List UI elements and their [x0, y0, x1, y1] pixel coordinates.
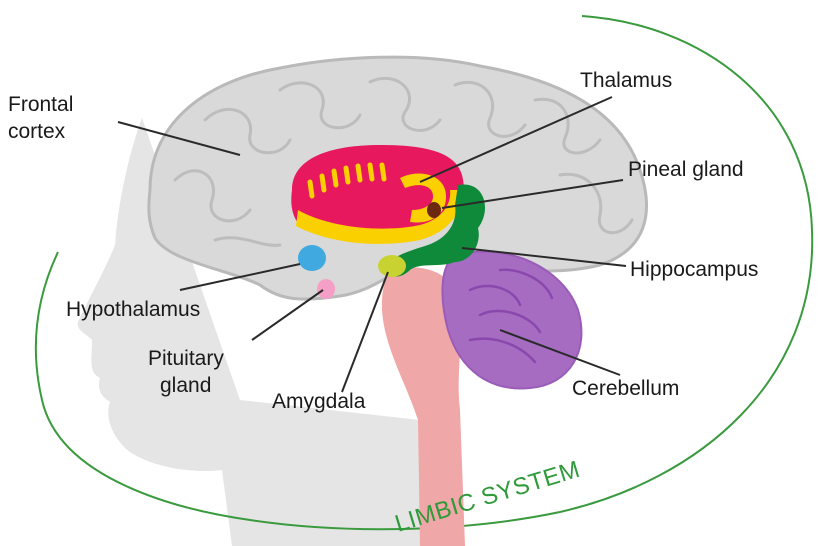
amygdala-label: Amygdala — [272, 390, 366, 413]
pituitary-gland-label-line2: gland — [160, 374, 211, 397]
frontal-cortex-label-line2: cortex — [8, 120, 66, 143]
amygdala — [378, 255, 406, 277]
hypothalamus — [298, 245, 326, 271]
pineal-gland-label: Pineal gland — [628, 158, 744, 181]
pituitary-gland-label-line1: Pituitary — [148, 347, 224, 370]
thalamus-label: Thalamus — [580, 69, 672, 92]
frontal-cortex-label-line1: Frontal — [8, 93, 73, 116]
pineal-gland — [427, 202, 441, 218]
hypothalamus-label: Hypothalamus — [66, 298, 200, 321]
cerebellum-label: Cerebellum — [572, 377, 679, 400]
hippocampus-label: Hippocampus — [630, 258, 758, 281]
pituitary — [317, 279, 335, 299]
